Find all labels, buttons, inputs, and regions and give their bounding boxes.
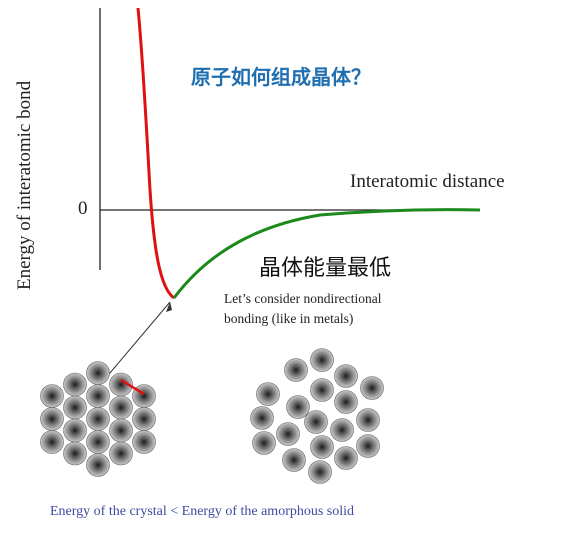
crystal-atom [132, 430, 156, 454]
crystal-atom [40, 384, 64, 408]
x-axis-label: Interatomic distance [350, 171, 505, 192]
crystal-atom [63, 441, 87, 466]
amorphous-atom [334, 390, 358, 414]
attractive-branch-curve [172, 208, 481, 299]
amorphous-atom [252, 431, 276, 455]
y-axis-label: Energy of interatomic bond [14, 80, 35, 290]
amorphous-atom [276, 422, 300, 446]
interatomic-bond-marker [120, 378, 145, 396]
crystal-atom [86, 430, 110, 454]
amorphous-atom [250, 406, 274, 430]
amorphous-atom [282, 448, 306, 472]
amorphous-atom [284, 358, 308, 382]
repulsive-branch-curve [136, 7, 175, 300]
question-title: 原子如何组成晶体？ [191, 65, 371, 89]
amorphous-atom [304, 410, 328, 434]
arrow-head [166, 302, 172, 312]
amorphous-atom [334, 364, 358, 388]
crystal-atom [63, 395, 87, 420]
note-line-1: Let’s consider nondirectional [224, 291, 382, 306]
crystal-atom [86, 407, 110, 431]
crystal-atom [63, 418, 87, 443]
crystal-atom [86, 361, 110, 385]
crystal-atom [109, 418, 133, 443]
amorphous-atom [310, 348, 334, 372]
amorphous-atom [310, 378, 334, 402]
nondirectional-bonding-note: Let’s consider nondirectional bonding (l… [224, 289, 381, 329]
minimum-pointer-arrow [103, 301, 171, 381]
lowest-energy-note: 晶体能量最低 [259, 256, 392, 281]
amorphous-atom [256, 382, 280, 406]
crystal-atom [86, 453, 110, 477]
note-line-2: bonding (like in metals) [224, 311, 354, 326]
crystal-atom [86, 384, 110, 408]
amorphous-atom [286, 395, 310, 419]
crystal-atom [40, 407, 64, 431]
crystal-atom [109, 395, 133, 420]
amorphous-atom [356, 434, 380, 458]
crystal-atom-cluster [40, 361, 156, 477]
crystal-atom [63, 372, 87, 397]
amorphous-atom [308, 460, 332, 484]
amorphous-atom [356, 408, 380, 432]
amorphous-atom [310, 435, 334, 459]
crystal-atom [132, 407, 156, 431]
comparison-caption: Energy of the crystal < Energy of the am… [50, 504, 355, 519]
zero-tick-label: 0 [78, 198, 88, 219]
amorphous-atom [334, 446, 358, 470]
crystal-atom [40, 430, 64, 454]
crystal-atom [109, 441, 133, 466]
amorphous-atom [360, 376, 384, 400]
amorphous-atom-cluster [250, 348, 384, 484]
amorphous-atom [330, 418, 354, 442]
